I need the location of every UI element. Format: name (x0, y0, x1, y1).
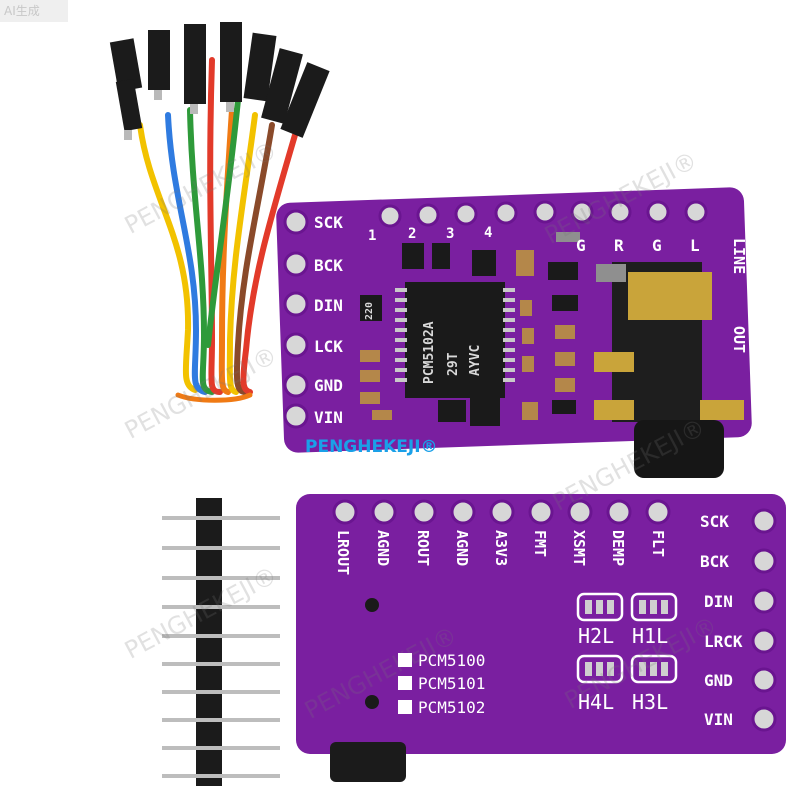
top-pin-label-bck: BCK (314, 256, 343, 275)
top-pin-label-sck: SCK (314, 213, 343, 232)
top-pin-label-lck: LCK (314, 337, 343, 356)
jumper-label-h1l: H1L (632, 624, 669, 648)
wire-connectors (109, 22, 330, 138)
jumper-wires (137, 57, 298, 403)
label-agnd-2: AGND (453, 530, 471, 567)
label-flt: FLT (649, 530, 667, 558)
top-number-2: 2 (408, 226, 417, 242)
jumper-label-h4l: H4L (578, 690, 615, 714)
option-label: PCM5101 (418, 674, 486, 693)
top-number-1: 1 (368, 228, 377, 244)
option-label: PCM5100 (418, 651, 486, 670)
out-label: OUT (730, 326, 748, 354)
resistor-code: 220 (364, 301, 375, 320)
label-rout: ROUT (414, 530, 432, 567)
option-pcm5101: PCM5101 (398, 674, 485, 693)
option-pcm5100: PCM5100 (398, 651, 485, 670)
label-lrout: LROUT (334, 530, 352, 576)
jumper-label-h3l: H3L (632, 690, 669, 714)
top-pin-label-din: DIN (314, 296, 343, 315)
option-checkbox (398, 700, 412, 714)
bottom-pin-label-lrck: LRCK (704, 632, 743, 651)
option-checkbox (398, 676, 412, 690)
chip-marking-1: PCM5102A (422, 321, 437, 384)
top-number-3: 3 (446, 226, 455, 242)
pin-header-strip (162, 498, 280, 786)
top-board (276, 187, 752, 478)
label-demp: DEMP (609, 530, 627, 567)
top-number-4: 4 (484, 225, 493, 241)
top-pin-label-vin: VIN (314, 408, 343, 427)
option-label: PCM5102 (418, 698, 486, 717)
top-letter-l: L (690, 236, 700, 255)
bottom-pin-label-din: DIN (704, 592, 733, 611)
top-letter-g2: G (652, 236, 662, 255)
label-xsmt: XSMT (570, 530, 588, 567)
top-letter-g: G (576, 236, 586, 255)
bottom-board (296, 494, 786, 782)
bottom-pin-label-bck: BCK (700, 552, 729, 571)
chip-marking-2: 29T (446, 352, 461, 376)
label-agnd: AGND (374, 530, 392, 567)
label-a3v3: A3V3 (492, 530, 510, 567)
chip-marking-3: AYVC (468, 344, 483, 376)
top-pin-label-gnd: GND (314, 376, 343, 395)
option-pcm5102: PCM5102 (398, 698, 485, 717)
jumper-label-h2l: H2L (578, 624, 615, 648)
bottom-pin-label-vin: VIN (704, 710, 733, 729)
bottom-pin-label-sck: SCK (700, 512, 729, 531)
option-checkbox (398, 653, 412, 667)
top-letter-r: R (614, 236, 624, 255)
ai-generated-tag: AI生成 (0, 0, 68, 22)
brand-caption: PENGHEKEJI® (305, 437, 438, 457)
bottom-pin-label-gnd: GND (704, 671, 733, 690)
line-label: LINE (730, 238, 748, 275)
label-fmt: FMT (531, 530, 549, 558)
